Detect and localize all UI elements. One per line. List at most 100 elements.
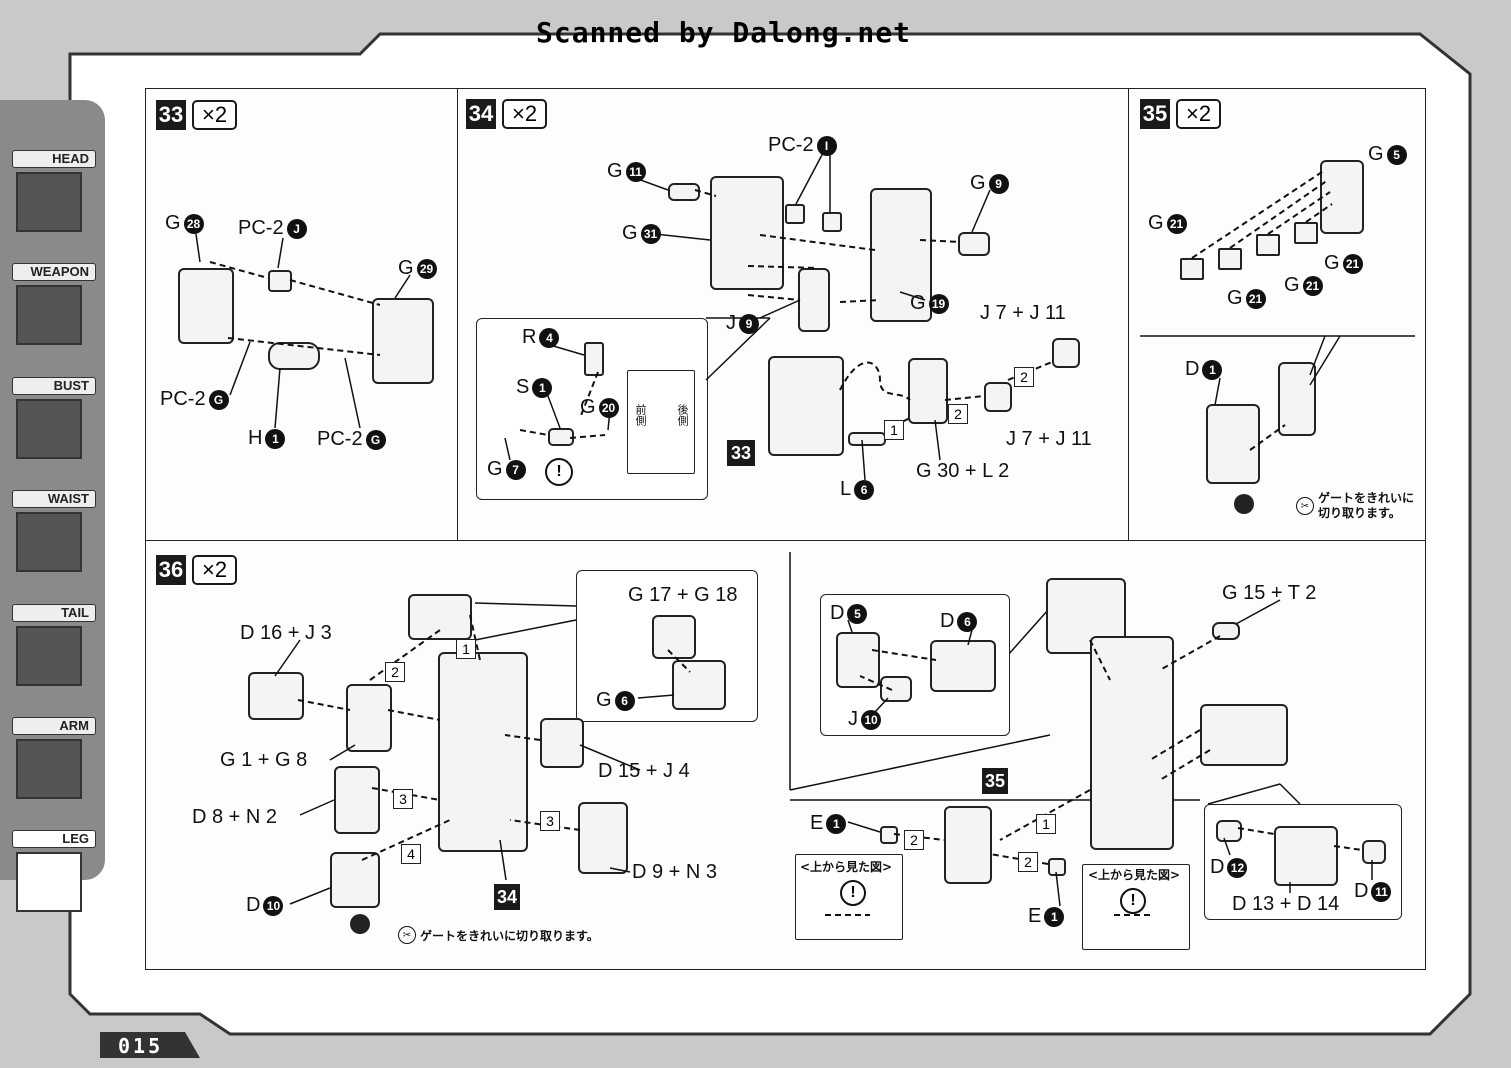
label-d15-j4: D 15 + J 4 xyxy=(598,760,690,782)
part-d12 xyxy=(1216,820,1242,842)
part-g21-fin xyxy=(1256,234,1280,256)
section-thumbnail-icon xyxy=(16,285,82,345)
part-j10-clip xyxy=(880,676,912,702)
sequence-3: 3 xyxy=(540,811,560,831)
sequence-2: 2 xyxy=(1018,852,1038,872)
reference-step-33: 33 xyxy=(727,440,755,466)
sequence-1: 1 xyxy=(884,420,904,440)
step-number: 33 xyxy=(156,100,186,130)
note-text: ゲートをきれいに切り取ります。 xyxy=(420,928,599,943)
part-d11 xyxy=(1362,840,1386,864)
sidebar-tab-label: TAIL xyxy=(12,604,96,622)
label-j7-j11-top: J 7 + J 11 xyxy=(980,302,1066,324)
label-d9-n3: D 9 + N 3 xyxy=(632,861,718,883)
label-g17-g18: G 17 + G 18 xyxy=(628,584,738,606)
step-number: 34 xyxy=(466,99,496,129)
sequence-2: 2 xyxy=(948,404,968,424)
gate-note: ✂ ゲートをきれいに 切り取ります。 xyxy=(1296,491,1414,521)
part-hip-joint-left xyxy=(178,268,234,344)
front-back-view xyxy=(627,370,695,474)
sidebar-tab-arm[interactable]: ARM xyxy=(8,717,98,817)
section-thumbnail-icon xyxy=(16,852,82,912)
page-number: 015 xyxy=(118,1034,164,1058)
part-g9-small xyxy=(958,232,990,256)
reference-step-35: 35 xyxy=(982,768,1008,794)
sidebar-tab-tail[interactable]: TAIL xyxy=(8,604,98,704)
sequence-4: 4 xyxy=(401,844,421,864)
part-upper-leg-left xyxy=(710,176,784,290)
part-d13-d14 xyxy=(1274,826,1338,886)
part-g1-g8-joint xyxy=(346,684,392,752)
sidebar-tab-waist[interactable]: WAIST xyxy=(8,490,98,590)
sidebar-tab-label: WAIST xyxy=(12,490,96,508)
sequence-3: 3 xyxy=(393,789,413,809)
sidebar-tab-label: BUST xyxy=(12,377,96,395)
section-thumbnail-icon xyxy=(16,512,82,572)
part-g21-fin xyxy=(1218,248,1242,270)
step-35-header: 35 ×2 xyxy=(1140,99,1222,129)
part-d10-armor xyxy=(330,852,380,908)
label-g1-g8: G 1 + G 8 xyxy=(220,749,308,771)
part-g6-frame xyxy=(672,660,726,710)
page-number-plate xyxy=(100,1032,200,1058)
sidebar-tab-head[interactable]: HEAD xyxy=(8,150,98,250)
step-33-header: 33 ×2 xyxy=(156,100,238,130)
part-d5-plate xyxy=(836,632,880,688)
label-top-view: <上から見た図> xyxy=(800,860,893,874)
step-34-header: 34 ×2 xyxy=(466,99,548,129)
caution-icon: ! xyxy=(840,880,866,906)
label-top-view: <上から見た図> xyxy=(1088,868,1181,882)
part-leg-assembly xyxy=(1090,636,1174,850)
sequence-2: 2 xyxy=(1014,367,1034,387)
part-hip-joint-right xyxy=(372,298,434,384)
sidebar-tab-label: HEAD xyxy=(12,150,96,168)
gate-icon xyxy=(350,914,370,934)
sidebar-tab-bust[interactable]: BUST xyxy=(8,377,98,477)
sidebar-tab-leg[interactable]: LEG xyxy=(8,830,98,930)
label-back-side: 後側 xyxy=(676,404,688,426)
section-thumbnail-icon xyxy=(16,626,82,686)
step-35-panel xyxy=(1128,88,1426,541)
part-d15-j4-plate xyxy=(540,718,584,768)
sidebar-tab-weapon[interactable]: WEAPON xyxy=(8,263,98,363)
gate-icon: ✂ xyxy=(398,926,416,944)
part-d9-n3-armor xyxy=(578,802,628,874)
section-thumbnail-icon xyxy=(16,399,82,459)
sequence-1: 1 xyxy=(1036,814,1056,834)
scan-credit: Scanned by Dalong.net xyxy=(536,16,912,49)
part-g30-armor xyxy=(908,358,948,424)
label-g15-t2: G 15 + T 2 xyxy=(1222,582,1317,604)
step-multiplier: ×2 xyxy=(192,555,238,585)
step-number: 35 xyxy=(1140,99,1170,129)
label-d16-j3: D 16 + J 3 xyxy=(240,622,332,644)
caution-icon: ! xyxy=(1120,888,1146,914)
part-hip-assembly-33 xyxy=(768,356,844,456)
sidebar-tab-label: ARM xyxy=(12,717,96,735)
part-j7-j11-lower xyxy=(984,382,1012,412)
label-j7-j11-bottom: J 7 + J 11 xyxy=(1006,428,1092,450)
reference-step-34: 34 xyxy=(494,884,520,910)
part-leg-frame xyxy=(438,652,528,852)
step-multiplier: ×2 xyxy=(1176,99,1222,129)
